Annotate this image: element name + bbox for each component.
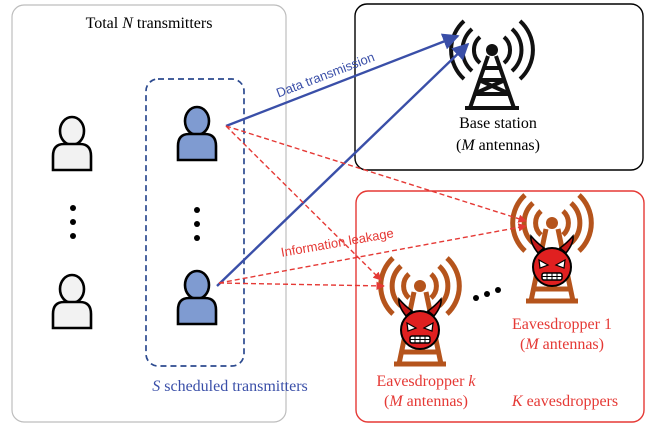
- base-station-antennas-label: (M antennas): [456, 137, 540, 154]
- horizontal-ellipsis-icon: [473, 287, 501, 301]
- scheduled-group-box: [145, 78, 245, 367]
- eavesdropper-k-label: Eavesdropper k: [376, 373, 476, 390]
- leakage-link-top-to-evek: [225, 125, 382, 281]
- data-link-top: [225, 33, 460, 128]
- eavesdroppers-count-label: K eavesdroppers: [511, 393, 618, 410]
- leakage-link-bottom-to-evek: [218, 281, 385, 291]
- eavesdropper-k-antennas-label: (M antennas): [384, 393, 468, 410]
- leakage-link-top-to-eve1: [225, 125, 527, 223]
- data-link-bottom: [216, 42, 470, 287]
- vertical-ellipsis-icon-left: [70, 205, 76, 239]
- transmitters-box: [11, 4, 287, 423]
- base-station-label: Base station: [459, 115, 537, 132]
- transmitters-box-title: Total N transmitters: [86, 15, 213, 32]
- scheduled-transmitters-label: S scheduled transmitters: [152, 378, 308, 395]
- leakage-links: [218, 125, 527, 291]
- vertical-ellipsis-icon-scheduled: [194, 207, 200, 241]
- leakage-link-bottom-to-eve1: [218, 223, 527, 284]
- eavesdropper-1-antennas-label: (M antennas): [520, 336, 604, 353]
- eavesdropper-1-label: Eavesdropper 1: [512, 316, 612, 333]
